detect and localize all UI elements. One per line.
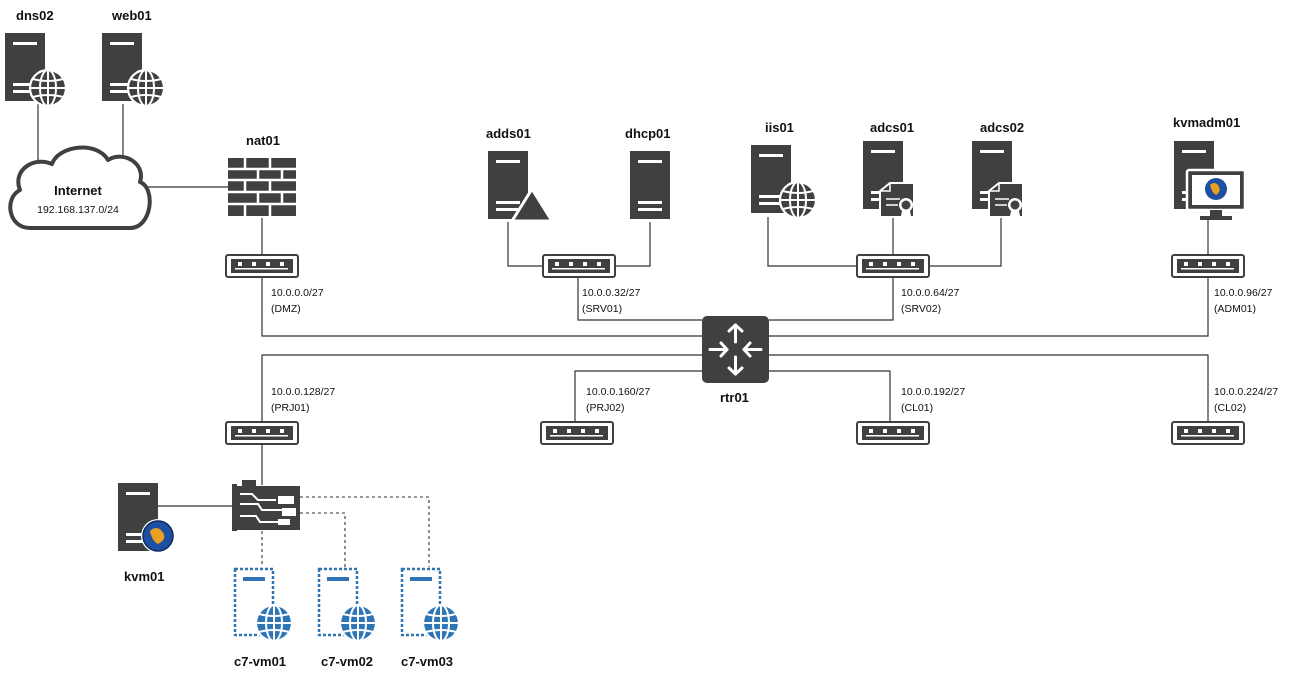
srv01-switch-icon (542, 254, 616, 278)
network-label-srv02: 10.0.0.64/27 (SRV02) (901, 285, 959, 317)
kvm01-server-icon (118, 483, 175, 553)
host-label-dhcp01: dhcp01 (625, 126, 671, 141)
c7-vm03-vm-icon (400, 567, 461, 643)
kvmadm01-workstation-icon (1174, 141, 1247, 220)
network-cidr: 10.0.0.192/27 (901, 386, 966, 398)
network-name: (ADM01) (1214, 303, 1257, 315)
cl02-switch-icon (1171, 421, 1245, 445)
prj01-switch-icon (225, 421, 299, 445)
host-label-kvm01: kvm01 (124, 569, 165, 584)
host-label-kvmadm01: kvmadm01 (1173, 115, 1241, 130)
host-label-adcs02: adcs02 (980, 120, 1025, 135)
firewall-icon (228, 158, 296, 216)
network-name: (DMZ) (271, 303, 301, 315)
network-cidr: 10.0.0.32/27 (582, 287, 641, 299)
network-name: (PRJ01) (271, 402, 310, 414)
network-cidr: 10.0.0.128/27 (271, 386, 336, 398)
network-name: (CL02) (1214, 402, 1247, 414)
network-cidr: 10.0.0.64/27 (901, 287, 960, 299)
c7-vm02-vm-icon (317, 567, 378, 643)
network-label-srv01: 10.0.0.32/27 (SRV01) (582, 285, 640, 317)
network-cidr: 10.0.0.0/27 (271, 287, 324, 299)
network-name: (CL01) (901, 402, 934, 414)
c7-vm01-vm-icon (233, 567, 294, 643)
cl01-switch-icon (856, 421, 930, 445)
web01-server-icon (102, 33, 166, 108)
internet-subnet: 192.168.137.0/24 (37, 204, 119, 216)
network-label-cl01: 10.0.0.192/27 (CL01) (901, 384, 965, 416)
network-label-prj02: 10.0.0.160/27 (PRJ02) (586, 384, 650, 416)
host-label-c7-vm03: c7-vm03 (401, 654, 454, 669)
host-label-web01: web01 (112, 8, 152, 23)
host-label-c7-vm02: c7-vm02 (321, 654, 374, 669)
internet-label: Internet (54, 183, 102, 198)
network-cidr: 10.0.0.96/27 (1214, 287, 1273, 299)
srv02-switch-icon (856, 254, 930, 278)
host-label-nat01: nat01 (246, 133, 280, 148)
router-icon (702, 316, 769, 383)
dhcp01-server-icon (630, 151, 670, 219)
adcs02-server-icon (972, 141, 1024, 223)
network-label-prj01: 10.0.0.128/27 (PRJ01) (271, 384, 335, 416)
network-name: (SRV02) (901, 303, 942, 315)
network-cidr: 10.0.0.224/27 (1214, 386, 1279, 398)
network-cidr: 10.0.0.160/27 (586, 386, 651, 398)
iis01-server-icon (751, 145, 818, 220)
links (37, 104, 1209, 507)
host-label-iis01: iis01 (765, 120, 794, 135)
virtual-links (261, 496, 430, 567)
adds01-server-icon (488, 151, 554, 223)
internet-cloud-icon (8, 145, 152, 230)
network-name: (PRJ02) (586, 402, 625, 414)
host-label-c7-vm01: c7-vm01 (234, 654, 287, 669)
dmz-switch-icon (225, 254, 299, 278)
network-label-adm01: 10.0.0.96/27 (ADM01) (1214, 285, 1272, 317)
network-label-cl02: 10.0.0.224/27 (CL02) (1214, 384, 1278, 416)
network-label-dmz: 10.0.0.0/27 (DMZ) (271, 285, 324, 317)
dns02-server-icon (5, 33, 68, 108)
host-label-adds01: adds01 (486, 126, 531, 141)
host-label-adcs01: adcs01 (870, 120, 915, 135)
prj02-switch-icon (540, 421, 614, 445)
network-name: (SRV01) (582, 303, 623, 315)
adcs01-server-icon (863, 141, 915, 223)
adm01-switch-icon (1171, 254, 1245, 278)
hypervisor-board-icon (232, 480, 300, 531)
host-label-rtr01: rtr01 (720, 390, 749, 405)
host-label-dns02: dns02 (16, 8, 54, 23)
